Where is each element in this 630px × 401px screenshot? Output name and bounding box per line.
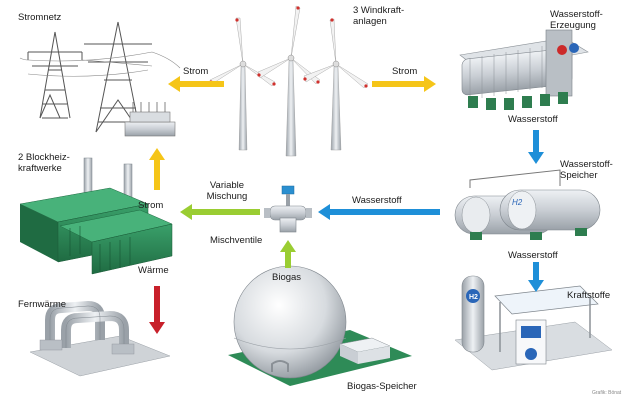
label-waerme: Wärme bbox=[138, 265, 169, 276]
label-windkraftanlagen: 3 Windkraft- anlagen bbox=[353, 5, 405, 27]
label-biogas: Biogas bbox=[272, 272, 302, 283]
label-strom-left: Strom bbox=[183, 66, 209, 77]
label-variable-mischung: Variable Mischung bbox=[206, 180, 248, 202]
label-wasserstoff-speicher: Wasserstoff- Speicher bbox=[560, 159, 613, 181]
valve-icon bbox=[264, 185, 312, 233]
label-biogas-speicher: Biogas-Speicher bbox=[347, 381, 417, 392]
hydrogen-tank-icon bbox=[454, 169, 601, 240]
label-stromnetz: Stromnetz bbox=[18, 12, 62, 23]
label-fernwaerme: Fernwärme bbox=[18, 299, 67, 310]
district-heating-pipe-icon bbox=[29, 300, 171, 377]
label-mischventile: Mischventile bbox=[210, 235, 263, 246]
image-credit: Grafik: Bönat bbox=[592, 390, 622, 396]
arrow-waerme-down bbox=[149, 286, 165, 334]
h2-tank-label: H2 bbox=[512, 198, 523, 207]
power-pylon-icon bbox=[19, 21, 181, 133]
arrow-strom-left bbox=[168, 76, 224, 92]
arrow-wasserstoff-left bbox=[318, 204, 440, 220]
arrow-strom-right bbox=[372, 76, 436, 92]
h2-pump-label: H2 bbox=[469, 294, 478, 301]
arrow-biogas-up bbox=[280, 240, 296, 268]
arrow-wasserstoff-down-2 bbox=[528, 262, 544, 292]
label-strom-up: Strom bbox=[138, 200, 164, 211]
label-blockheizkraftwerke: 2 Blockheiz- kraftwerke bbox=[18, 152, 70, 174]
substation-icon bbox=[124, 102, 176, 137]
biogas-dome-icon bbox=[228, 265, 412, 386]
label-kraftstoffe: Kraftstoffe bbox=[567, 290, 611, 301]
label-wasserstoff-down-1: Wasserstoff bbox=[508, 114, 558, 125]
fuel-station-icon bbox=[454, 275, 613, 371]
label-wasserstoff-left: Wasserstoff bbox=[352, 195, 402, 206]
arrow-wasserstoff-down-1 bbox=[528, 130, 544, 164]
label-wasserstoff-down-2: Wasserstoff bbox=[508, 250, 558, 261]
wind-turbine-icon bbox=[209, 5, 369, 157]
chp-container-icon bbox=[19, 157, 173, 275]
arrow-mischung-left bbox=[180, 204, 260, 220]
arrow-strom-up bbox=[149, 148, 165, 190]
label-wasserstoff-erzeugung: Wasserstoff- Erzeugung bbox=[550, 9, 603, 31]
electrolyzer-icon bbox=[459, 29, 589, 110]
label-strom-right: Strom bbox=[392, 66, 418, 77]
